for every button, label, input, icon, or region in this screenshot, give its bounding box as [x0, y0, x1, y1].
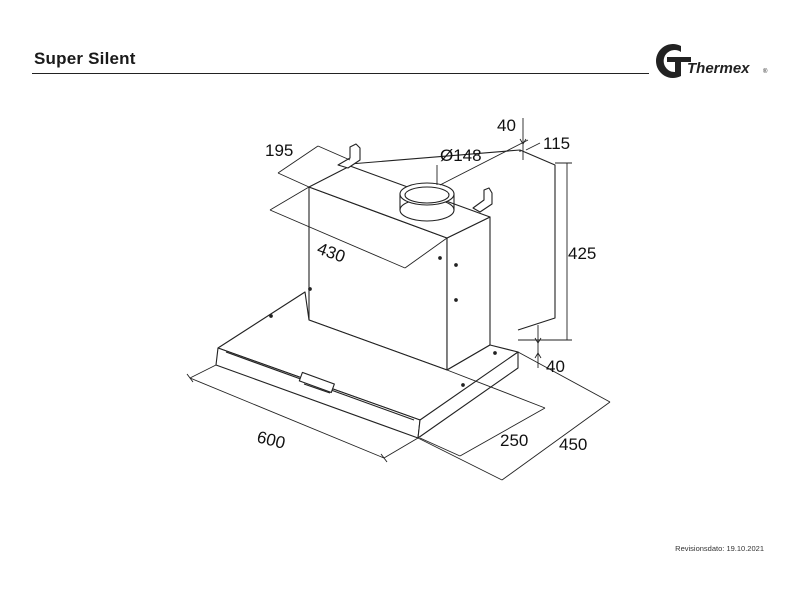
dim-collar-height-40: 40: [497, 116, 516, 135]
chimney-side-face: [446, 216, 491, 371]
revision-date: Revisionsdato: 19.10.2021: [675, 544, 764, 553]
dim-duct-diameter: Ø148: [440, 146, 482, 165]
dim-height-425: 425: [568, 244, 596, 263]
hood-outline: [215, 143, 556, 439]
bracket-left: [337, 143, 361, 169]
dimension-labels: 600 250 450 430 195 425 40 40 115 Ø148: [255, 116, 596, 454]
dim-depth-250: 250: [500, 431, 528, 450]
duct-collar-body: [399, 194, 455, 210]
logo-registered-mark: ®: [763, 68, 768, 75]
dim-canopy-height-40: 40: [546, 357, 565, 376]
bracket-right: [472, 187, 493, 213]
thermex-logo: Thermex ®: [656, 44, 768, 78]
dim-width-600: 600: [255, 427, 287, 452]
duct-collar-top: [399, 182, 455, 206]
dim-offset-115: 115: [543, 134, 570, 153]
control-panel: [298, 371, 335, 394]
dim-bracket-195: 195: [265, 141, 293, 160]
logo-text: Thermex: [687, 60, 750, 77]
page-title: Super Silent: [34, 49, 136, 68]
dim-depth-450: 450: [559, 435, 587, 454]
dimension-lines: [186, 118, 611, 481]
header-rule: [32, 73, 649, 74]
canopy-side-face: [417, 351, 519, 439]
